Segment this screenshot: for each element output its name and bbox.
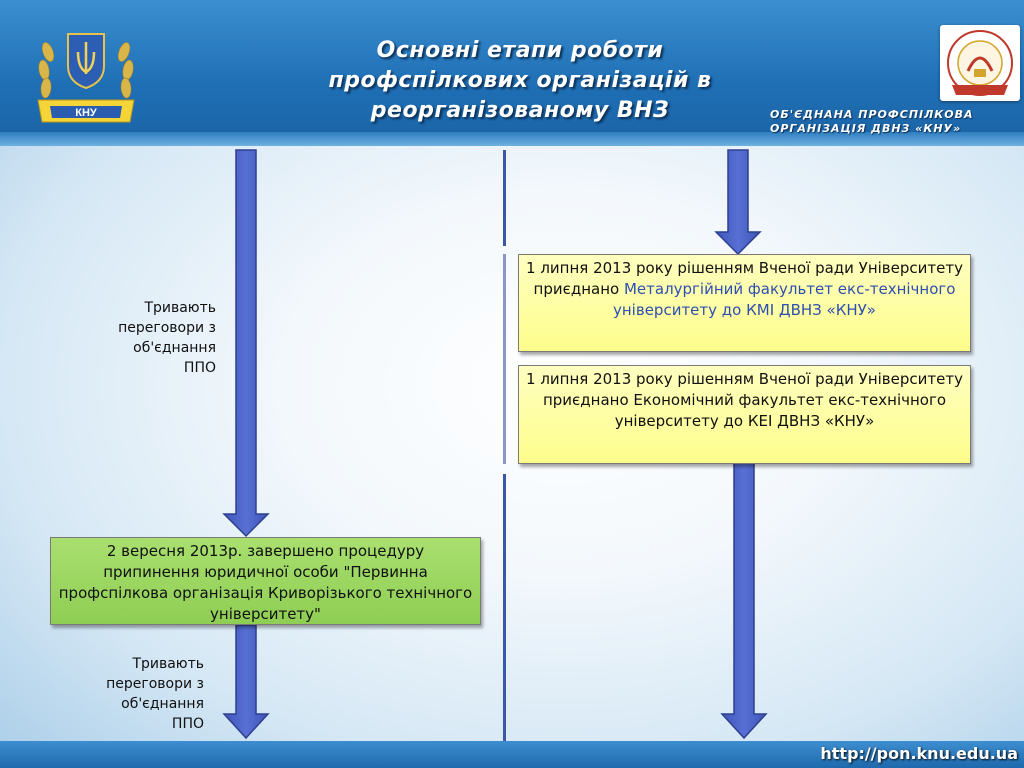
note-bottom-line-3: об'єднання	[121, 696, 204, 712]
metallurgy-faculty-highlight: Металургійний факультет екс-технічного у…	[613, 280, 956, 319]
header-bar	[0, 0, 1024, 140]
university-logo: КНУ	[28, 22, 144, 132]
economics-merge-box: 1 липня 2013 року рішенням Вченої ради У…	[518, 365, 971, 464]
title-line-3: реорганізованому ВНЗ	[370, 98, 670, 123]
termination-text: 2 вересня 2013р. завершено процедуру при…	[58, 542, 473, 623]
title-line-1: Основні етапи роботи	[376, 38, 664, 63]
negotiations-note-top: Тривають переговори з об'єднання ППО	[100, 298, 216, 378]
org-name-line-1: ОБ'ЄДНАНА ПРОФСПІЛКОВА	[770, 108, 974, 121]
left-arrow-bottom	[222, 624, 270, 740]
note-bottom-line-1: Тривають	[132, 656, 204, 672]
note-top-line-4: ППО	[183, 360, 216, 376]
header-band	[0, 132, 1024, 146]
metallurgy-merge-box: 1 липня 2013 року рішенням Вченої ради У…	[518, 254, 971, 352]
title-line-2: профспілкових організацій в	[328, 68, 712, 93]
center-divider-middle	[503, 254, 506, 464]
termination-box: 2 вересня 2013р. завершено процедуру при…	[50, 537, 481, 625]
note-bottom-line-2: переговори з	[106, 676, 204, 692]
website-link[interactable]: http://pon.knu.edu.ua	[820, 744, 1018, 763]
negotiations-note-bottom: Тривають переговори з об'єднання ППО	[88, 654, 204, 734]
center-divider-bottom	[503, 474, 506, 742]
organization-name: ОБ'ЄДНАНА ПРОФСПІЛКОВА ОРГАНІЗАЦІЯ ДВНЗ …	[770, 108, 1020, 136]
page-title: Основні етапи роботи профспілкових орган…	[270, 36, 770, 126]
left-arrow-top	[222, 149, 270, 538]
note-top-line-2: переговори з	[118, 320, 216, 336]
economics-merge-text: 1 липня 2013 року рішенням Вченої ради У…	[526, 370, 963, 430]
center-divider-top	[503, 150, 506, 246]
logo-lettering: КНУ	[75, 107, 97, 119]
note-top-line-3: об'єднання	[133, 340, 216, 356]
metallurgy-merge-text: 1 липня 2013 року рішенням Вченої ради У…	[526, 259, 963, 298]
note-bottom-line-4: ППО	[171, 716, 204, 732]
right-arrow-top	[714, 149, 762, 256]
note-top-line-1: Тривають	[144, 300, 216, 316]
footer-bar: http://pon.knu.edu.ua	[0, 741, 1024, 768]
right-arrow-bottom	[720, 457, 768, 740]
union-logo	[940, 25, 1020, 101]
org-name-line-2: ОРГАНІЗАЦІЯ ДВНЗ «КНУ»	[770, 122, 962, 135]
